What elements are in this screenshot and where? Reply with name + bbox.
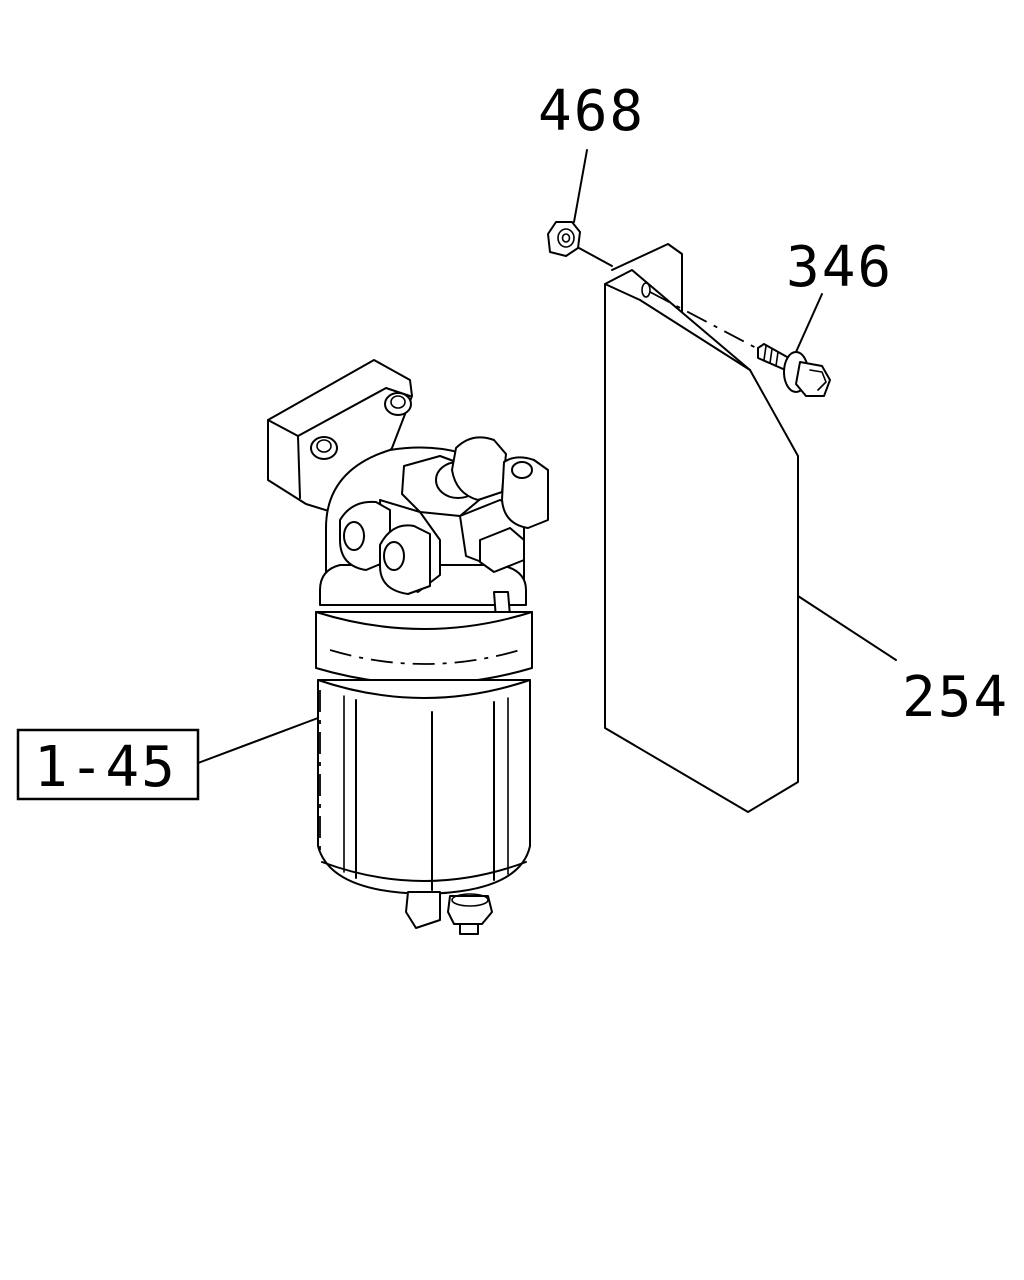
bracket-leader-line bbox=[797, 595, 897, 661]
reference-box bbox=[16, 728, 200, 801]
fuel-filter-assembly bbox=[267, 359, 549, 935]
flange-nut bbox=[547, 221, 581, 257]
mounting-bracket bbox=[604, 243, 799, 813]
flange-bolt bbox=[757, 343, 831, 397]
callout-1-45: 1-45 bbox=[34, 735, 177, 800]
callout-346: 346 bbox=[786, 235, 893, 300]
bolt-leader-line bbox=[795, 293, 823, 353]
nut-bolt-axis-line bbox=[578, 247, 613, 267]
callout-468: 468 bbox=[538, 79, 645, 144]
bolt-center-line bbox=[649, 291, 761, 351]
nut-leader-line bbox=[573, 149, 588, 223]
callout-254: 254 bbox=[902, 665, 1009, 730]
filter-leader-line bbox=[197, 717, 319, 764]
